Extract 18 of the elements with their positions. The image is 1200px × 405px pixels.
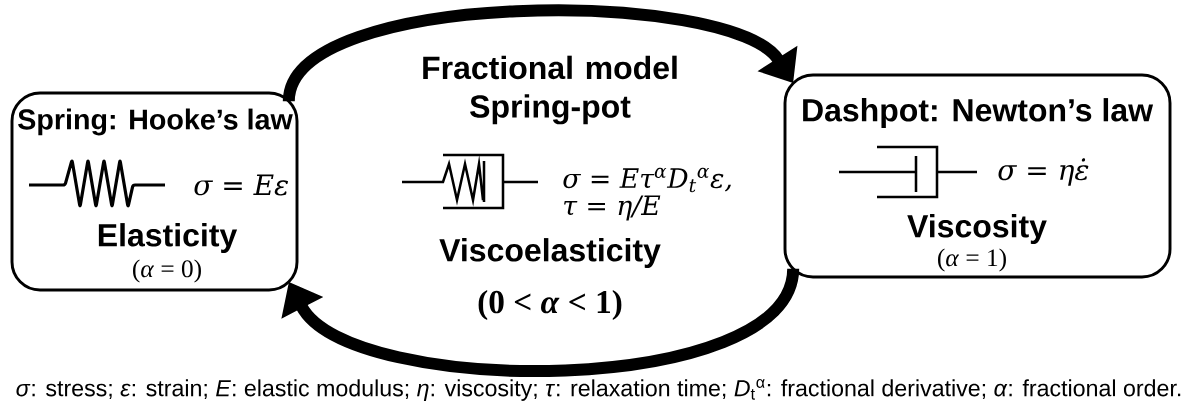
condition-label: (α = 1): [938, 248, 1006, 272]
property-label: Viscosity: [907, 214, 1047, 244]
property-label: Elasticity: [98, 223, 238, 253]
equation: σ = ηε̇: [998, 158, 1089, 186]
arrow: [283, 4, 798, 104]
condition-label: (0 < α < 1): [478, 289, 622, 321]
property-label: Viscoelasticity: [439, 238, 661, 268]
heading: Dashpot: Newton’s law: [803, 98, 1154, 128]
equation: σ = Eτ$^{α}$D$_{t}$$^{α}$ε,: [563, 167, 731, 193]
condition-label: (α = 0): [133, 259, 201, 283]
heading: Fractional model Spring-pot: [423, 55, 677, 125]
heading: Spring: Hooke’s law: [18, 108, 293, 136]
arrow: [281, 267, 799, 377]
equation: τ = η/E: [564, 195, 661, 221]
caption: σ: stress; ε: strain; E: elastic modulus; η: viscosity; τ: relaxation time; D$_{t}$$^{α}$: fractional derivative; α: fractional order.: [16, 379, 1181, 401]
rounded-box: [783, 73, 1172, 279]
equation: σ = Eε: [194, 174, 289, 196]
rounded-box: [10, 91, 299, 292]
